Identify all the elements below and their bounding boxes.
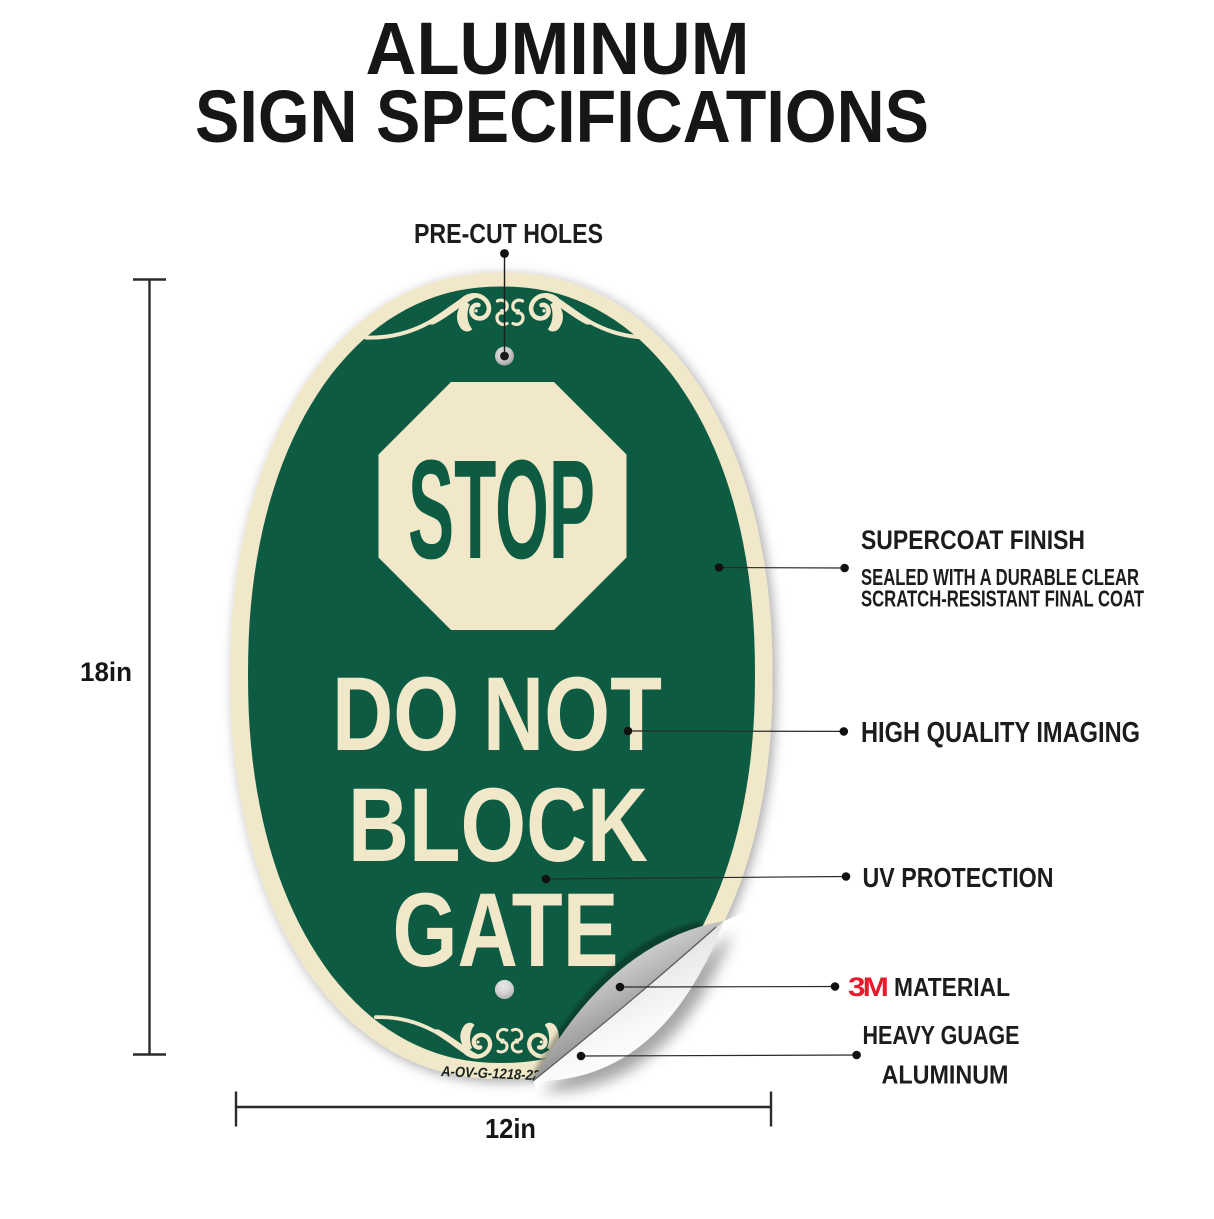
svg-text:HEAVY GUAGE: HEAVY GUAGE [863,1022,1020,1050]
svg-text:18in: 18in [80,657,132,687]
svg-text:HIGH QUALITY IMAGING: HIGH QUALITY IMAGING [861,717,1140,749]
svg-text:SCRATCH-RESISTANT FINAL COAT: SCRATCH-RESISTANT FINAL COAT [861,586,1145,612]
svg-text:UV PROTECTION: UV PROTECTION [863,862,1054,893]
svg-text:GATE: GATE [393,872,619,989]
svg-text:STOP: STOP [408,430,595,588]
svg-text:ALUMINUM: ALUMINUM [882,1062,1009,1090]
svg-text:3M: 3M [848,972,887,1002]
svg-text:SUPERCOAT FINISH: SUPERCOAT FINISH [861,525,1085,555]
svg-text:PRE-CUT HOLES: PRE-CUT HOLES [414,218,603,249]
svg-text:12in: 12in [485,1113,536,1144]
svg-text:DO NOT: DO NOT [332,656,662,773]
svg-text:A-OV-G-1218-22: A-OV-G-1218-22 [440,1064,541,1084]
svg-text:BLOCK: BLOCK [348,767,648,884]
svg-text:SIGN SPECIFICATIONS: SIGN SPECIFICATIONS [195,75,929,158]
svg-text:MATERIAL: MATERIAL [894,972,1010,1002]
